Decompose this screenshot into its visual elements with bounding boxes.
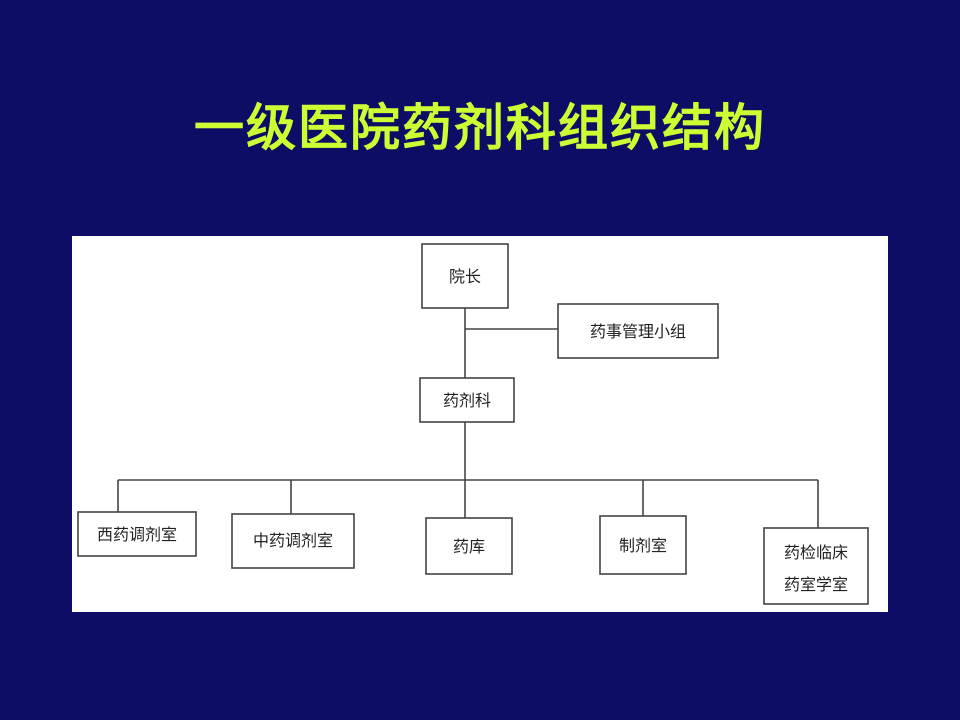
node-root-box [421, 243, 509, 309]
node-advisory-box [557, 303, 719, 359]
node-unit-4-box [599, 515, 687, 575]
node-unit-2-box [231, 513, 355, 569]
org-chart: 院长 药事管理小组 药剂科 西药调剂室 中药调剂室 药库 制剂室 药检临床 药室… [77, 243, 869, 605]
node-unit-3-label: 药库 [453, 537, 485, 556]
node-unit-5-box [763, 527, 869, 605]
node-department-label: 药剂科 [443, 391, 491, 410]
node-advisory-label: 药事管理小组 [590, 322, 686, 341]
org-chart-panel: 院长 药事管理小组 药剂科 西药调剂室 中药调剂室 药库 制剂室 药检临床 药室… [72, 236, 888, 612]
slide-title: 一级医院药剂科组织结构 [194, 99, 766, 157]
node-unit-2-label: 中药调剂室 [253, 531, 333, 550]
node-root-label: 院长 [449, 267, 481, 286]
node-unit-5-label-line1: 药检临床 [784, 543, 848, 562]
node-unit-4-label: 制剂室 [619, 536, 667, 555]
node-unit-1-box [77, 511, 197, 557]
node-unit-3-box [425, 517, 513, 575]
node-department-box [419, 377, 515, 423]
node-unit-5-label-line2: 药室学室 [784, 575, 848, 594]
node-unit-1-label: 西药调剂室 [97, 525, 177, 544]
